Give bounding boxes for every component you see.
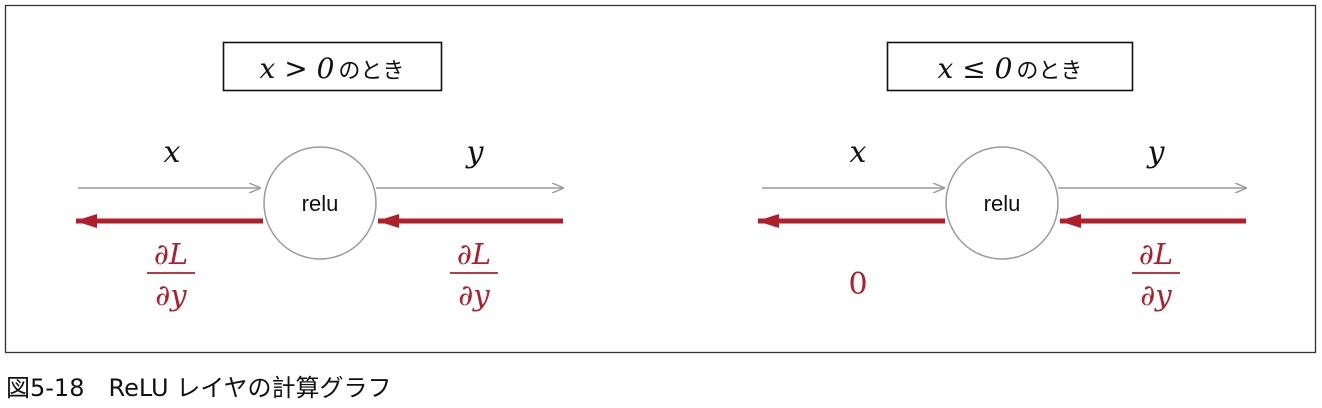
right-grad-in-denominator: ∂y [1140,278,1172,312]
right-condition-text: のとき [1016,59,1082,84]
left-grad-out-numerator: ∂L [154,237,188,271]
left-relu-node-label: relu [302,191,339,216]
figure-caption: 図5-18 ReLU レイヤの計算グラフ [6,374,391,402]
left-input-label: x [164,135,181,170]
left-relu-node [263,146,377,260]
right-input-label: x [850,135,867,170]
right-condition-box [886,41,1134,92]
left-grad-in-numerator: ∂L [457,237,491,271]
right-grad-in-numerator: ∂L [1139,237,1173,271]
right-condition-math: x ≤ 0 [938,52,1013,85]
left-output-label: y [465,135,485,170]
left-condition-text: のとき [338,59,404,84]
figure-border [4,4,1317,354]
right-relu-node-label: relu [984,191,1021,216]
right-relu-node [945,146,1059,260]
left-condition-box [222,41,443,92]
left-condition-math: x > 0 [260,52,335,85]
left-grad-out-denominator: ∂y [155,278,187,312]
right-output-label: y [1146,135,1166,170]
left-grad-in-denominator: ∂y [458,278,490,312]
right-grad-out-zero: 0 [848,267,867,302]
